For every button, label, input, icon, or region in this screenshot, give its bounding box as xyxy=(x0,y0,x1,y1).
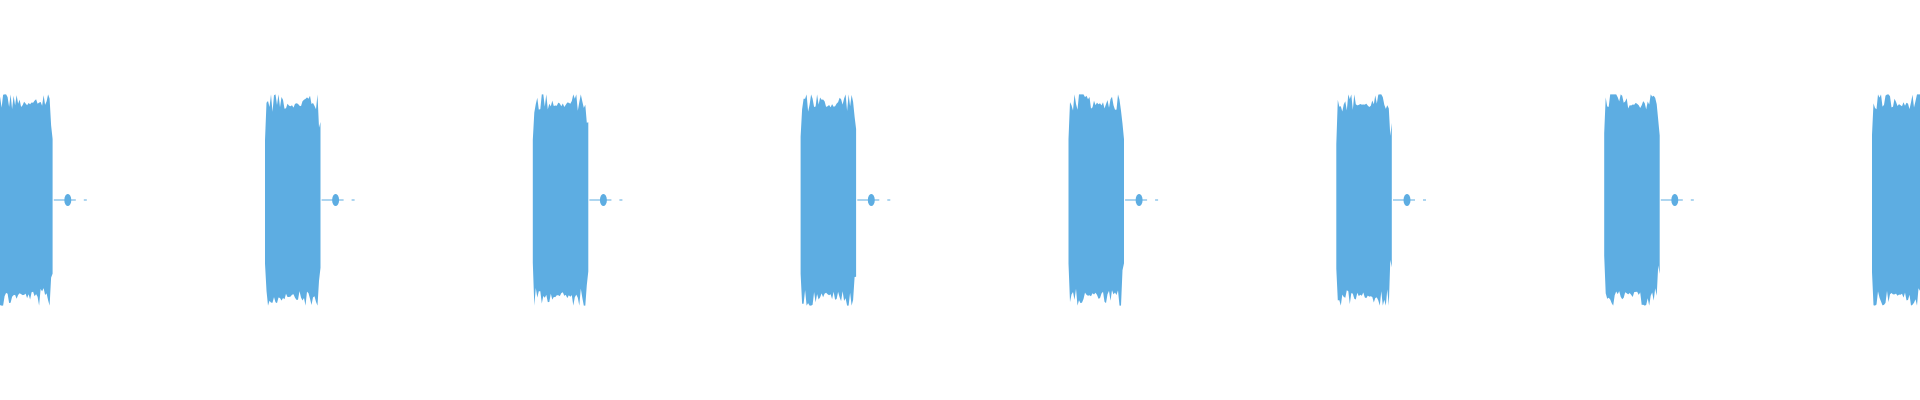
waveform-tail-blip xyxy=(332,194,340,206)
waveform-burst xyxy=(265,94,355,306)
waveform-tail-blip xyxy=(1671,194,1679,206)
waveform-burst xyxy=(0,94,87,306)
waveform-burst-body xyxy=(1872,94,1920,306)
waveform-tail-blip xyxy=(867,194,875,206)
waveform-tail-blip xyxy=(599,194,607,206)
waveform-tail-blip xyxy=(64,194,72,206)
waveform-burst xyxy=(1604,94,1694,306)
waveform-burst xyxy=(1872,94,1920,306)
waveform-burst xyxy=(1068,94,1159,306)
waveform-burst xyxy=(532,94,623,306)
waveform-burst-body xyxy=(1604,94,1660,306)
waveform-burst-body xyxy=(1336,94,1392,306)
waveform-burst xyxy=(1336,94,1426,306)
waveform-burst-body xyxy=(1068,94,1124,306)
waveform-burst-body xyxy=(532,94,589,306)
waveform-tail-blip xyxy=(1403,194,1411,206)
waveform-burst-body xyxy=(0,94,53,306)
waveform-burst xyxy=(800,94,891,306)
waveform-tail-blip xyxy=(1135,194,1143,206)
waveform-burst-body xyxy=(800,94,857,306)
waveform-burst-body xyxy=(265,94,321,306)
